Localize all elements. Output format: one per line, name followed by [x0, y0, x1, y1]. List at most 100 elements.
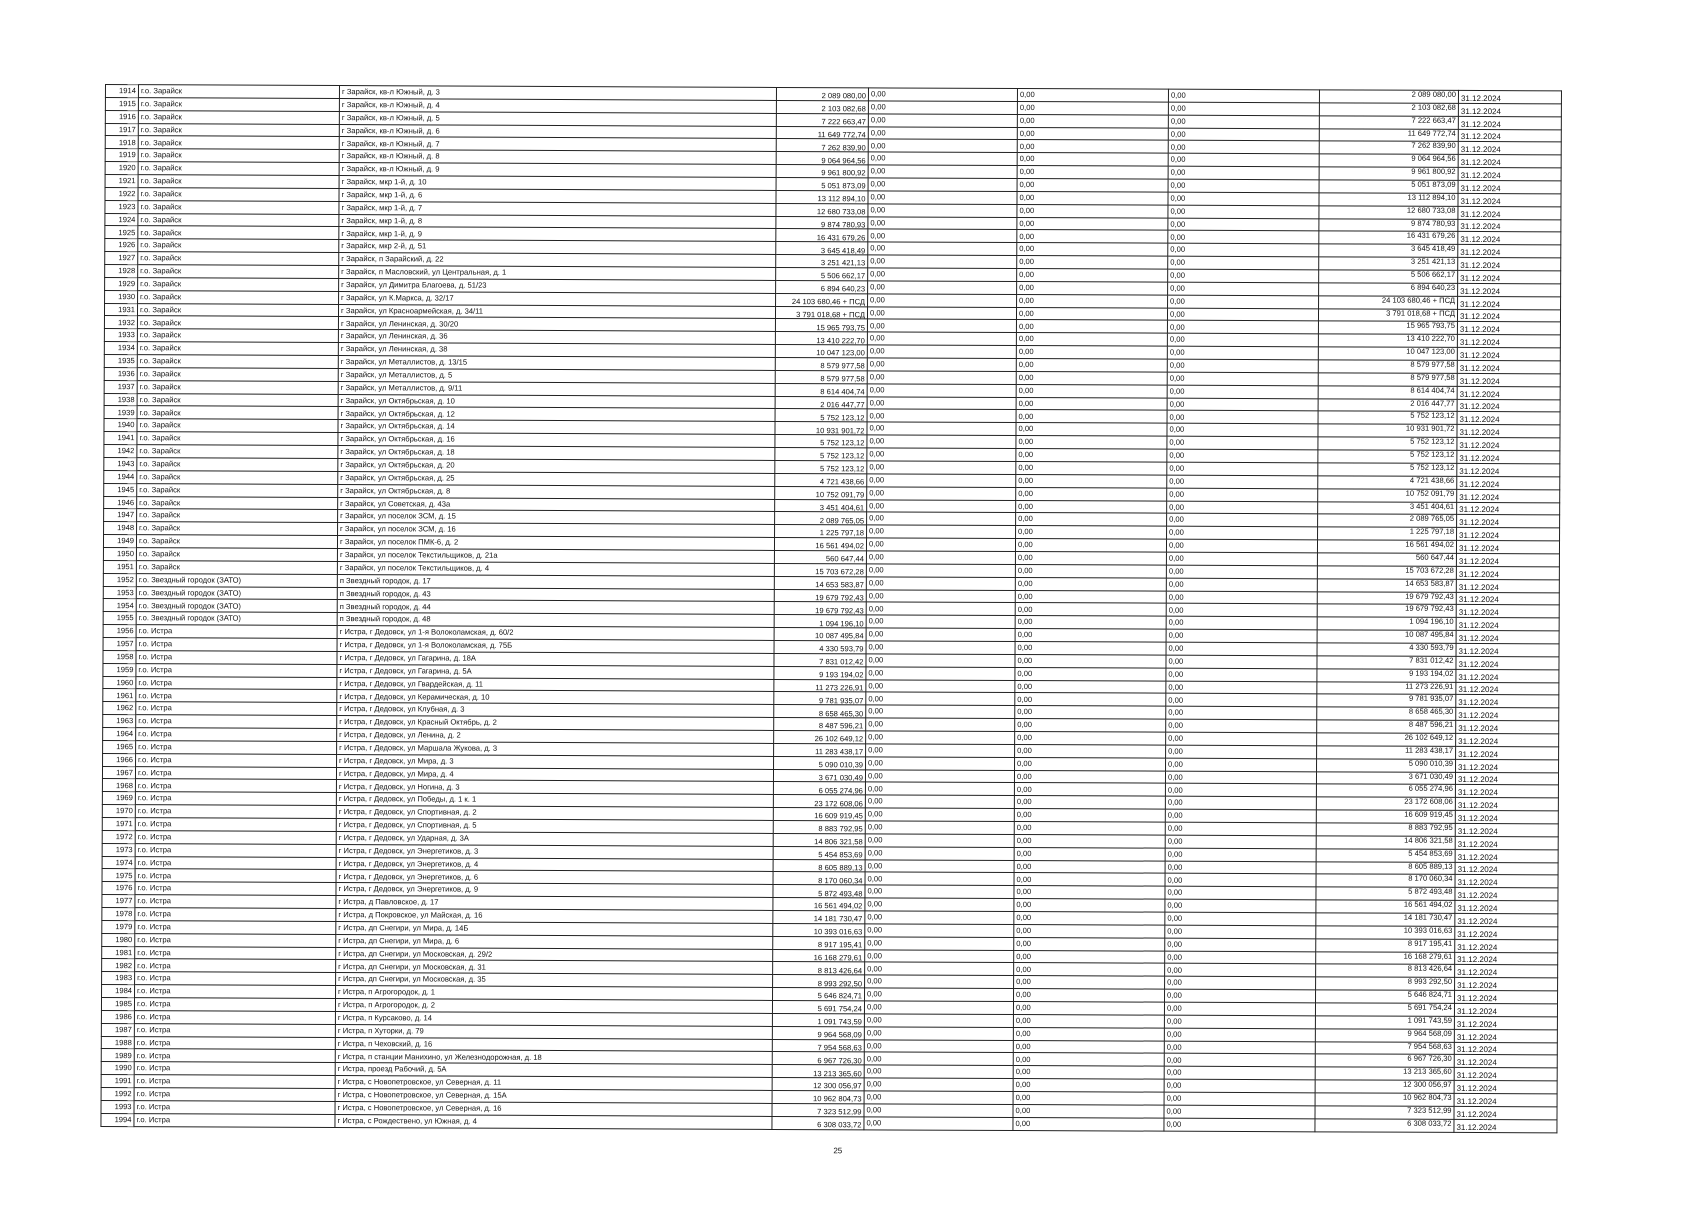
zero-cell-3: 0,00	[1166, 487, 1318, 502]
total-cell: 5 752 123,12	[1317, 437, 1457, 451]
zero-cell-1: 0,00	[864, 1039, 1014, 1053]
date-cell: 31.12.2024	[1454, 1016, 1558, 1030]
amount-cell: 16 431 679,26	[775, 228, 868, 243]
district-cell: г.о. Звездный городок (ЗАТО)	[136, 586, 338, 600]
date-cell: 31.12.2024	[1455, 771, 1559, 786]
total-cell: 14 806 321,58	[1316, 835, 1456, 850]
zero-cell-3: 0,00	[1166, 423, 1319, 438]
date-cell: 31.12.2024	[1458, 141, 1562, 156]
zero-cell-3: 0,00	[1166, 539, 1318, 553]
date-cell: 31.12.2024	[1454, 1003, 1558, 1017]
zero-cell-1: 0,00	[866, 640, 1016, 655]
amount-cell: 11 283 438,17	[773, 743, 866, 757]
amount-cell: 10 962 804,73	[772, 1090, 865, 1104]
row-number: 1989	[101, 1048, 135, 1062]
zero-cell-2: 0,00	[1017, 152, 1169, 167]
total-cell: 7 831 012,42	[1316, 655, 1457, 670]
zero-cell-2: 0,00	[1014, 872, 1166, 887]
district-cell: г.о. Истра	[134, 920, 336, 935]
zero-cell-1: 0,00	[865, 807, 1015, 822]
date-cell: 31.12.2024	[1458, 180, 1562, 194]
district-cell: г.о. Зарайск	[137, 251, 339, 266]
date-cell: 31.12.2024	[1456, 514, 1560, 529]
zero-cell-1: 0,00	[864, 962, 1014, 976]
district-cell: г.о. Зарайск	[138, 148, 340, 163]
zero-cell-1: 0,00	[866, 576, 1016, 591]
row-number: 1921	[105, 174, 139, 188]
zero-cell-2: 0,00	[1017, 101, 1169, 115]
zero-cell-3: 0,00	[1165, 719, 1317, 733]
total-cell: 10 047 123,00	[1318, 347, 1458, 361]
amount-cell: 12 300 056,97	[772, 1077, 865, 1091]
district-cell: г.о. Истра	[135, 650, 338, 665]
amount-cell: 5 051 873,09	[776, 177, 869, 191]
zero-cell-1: 0,00	[864, 1103, 1014, 1118]
row-number: 1926	[104, 238, 138, 252]
zero-cell-1: 0,00	[864, 975, 1014, 989]
row-number: 1965	[102, 740, 136, 754]
district-cell: г.о. Зарайск	[136, 496, 338, 510]
district-cell: г.о. Истра	[135, 843, 337, 858]
date-cell: 31.12.2024	[1455, 759, 1559, 773]
row-number: 1916	[105, 110, 139, 124]
amount-cell: 7 222 663,47	[776, 113, 869, 127]
zero-cell-1: 0,00	[867, 229, 1017, 243]
total-cell: 2 016 447,77	[1318, 398, 1458, 412]
row-number: 1933	[104, 328, 138, 342]
amount-cell: 8 170 060,34	[773, 871, 866, 886]
total-cell: 2 103 082,68	[1319, 102, 1459, 117]
zero-cell-1: 0,00	[868, 100, 1018, 115]
zero-cell-3: 0,00	[1165, 680, 1317, 695]
date-cell: 31.12.2024	[1455, 874, 1559, 889]
date-cell: 31.12.2024	[1456, 566, 1560, 580]
amount-cell: 16 168 279,61	[772, 949, 865, 963]
zero-cell-3: 0,00	[1165, 693, 1317, 708]
total-cell: 26 102 649,12	[1316, 732, 1456, 747]
zero-cell-1: 0,00	[867, 255, 1017, 269]
total-cell: 10 752 091,79	[1317, 488, 1457, 502]
district-cell: г.о. Истра	[135, 714, 337, 729]
total-cell: 8 170 060,34	[1316, 874, 1456, 888]
total-cell: 9 064 964,56	[1319, 154, 1459, 168]
row-number: 1935	[104, 354, 138, 368]
zero-cell-3: 0,00	[1164, 989, 1316, 1003]
district-cell: г.о. Истра	[135, 779, 337, 793]
zero-cell-2: 0,00	[1013, 1091, 1165, 1106]
total-cell: 3 645 418,49	[1318, 244, 1458, 258]
date-cell: 31.12.2024	[1456, 476, 1560, 490]
date-cell: 31.12.2024	[1456, 437, 1560, 451]
date-cell: 31.12.2024	[1454, 990, 1558, 1004]
zero-cell-3: 0,00	[1165, 873, 1317, 888]
zero-cell-2: 0,00	[1013, 1078, 1165, 1093]
zero-cell-1: 0,00	[865, 782, 1015, 796]
total-cell: 8 917 195,41	[1315, 938, 1455, 952]
total-cell: 1 225 797,18	[1317, 527, 1457, 541]
row-number: 1943	[103, 457, 137, 471]
date-cell: 31.12.2024	[1454, 1080, 1558, 1094]
date-cell: 31.12.2024	[1453, 1119, 1557, 1133]
amount-cell: 10 087 495,84	[774, 627, 867, 641]
zero-cell-1: 0,00	[868, 113, 1018, 128]
zero-cell-3: 0,00	[1167, 282, 1319, 296]
zero-cell-2: 0,00	[1013, 924, 1165, 938]
row-number: 1932	[104, 315, 138, 329]
date-cell: 31.12.2024	[1456, 604, 1560, 619]
zero-cell-2: 0,00	[1016, 255, 1168, 270]
amount-cell: 560 647,44	[774, 550, 867, 564]
date-cell: 31.12.2024	[1454, 1093, 1558, 1107]
zero-cell-3: 0,00	[1166, 449, 1318, 463]
district-cell: г.о. Истра	[135, 856, 337, 870]
zero-cell-1: 0,00	[867, 383, 1017, 398]
amount-cell: 3 451 404,61	[774, 498, 867, 513]
row-number: 1994	[100, 1113, 135, 1127]
row-number: 1976	[101, 881, 136, 895]
zero-cell-3: 0,00	[1167, 256, 1319, 270]
total-cell: 1 091 743,59	[1315, 1015, 1455, 1030]
row-number: 1945	[103, 483, 137, 497]
total-cell: 5 691 754,24	[1315, 1002, 1455, 1017]
zero-cell-3: 0,00	[1166, 552, 1318, 566]
zero-cell-1: 0,00	[867, 306, 1017, 320]
zero-cell-3: 0,00	[1167, 294, 1319, 309]
zero-cell-2: 0,00	[1014, 654, 1167, 668]
total-cell: 8 813 426,64	[1315, 964, 1455, 978]
